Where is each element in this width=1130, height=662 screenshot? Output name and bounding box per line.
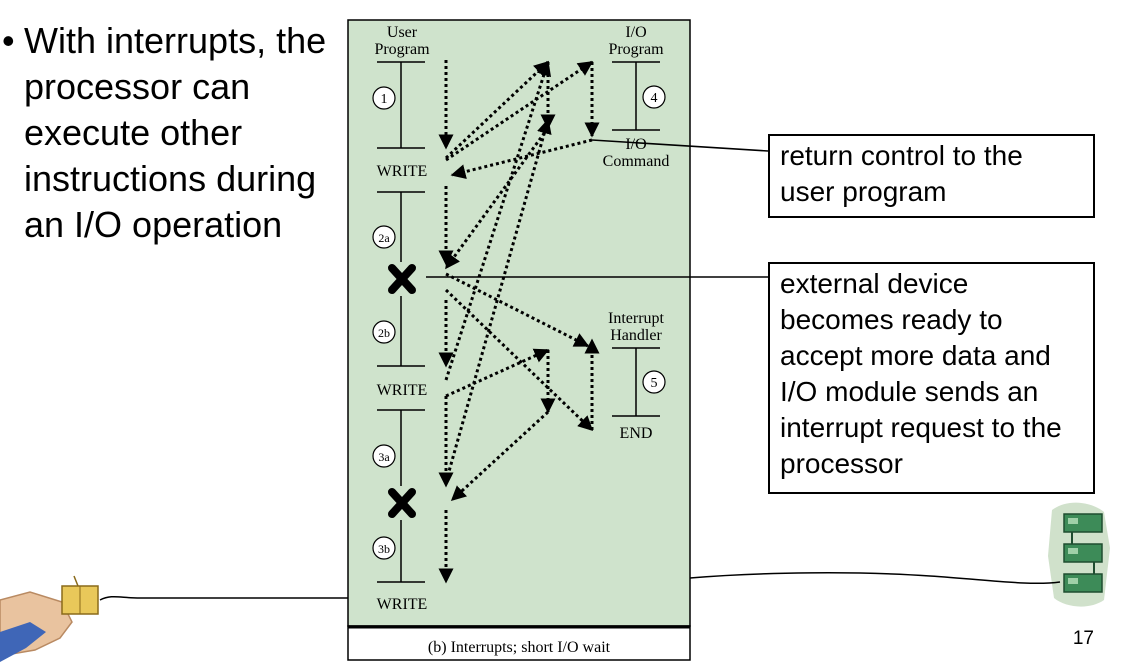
left-cable: [99, 595, 348, 601]
step-circle-3b: 3b: [372, 536, 396, 560]
svg-text:5: 5: [651, 376, 658, 391]
callout-external-device: external device becomes ready to accept …: [768, 262, 1095, 494]
step-circle-4: 4: [642, 85, 666, 109]
interrupt-mark-2: [388, 488, 416, 518]
io-command-label-line2: Command: [603, 153, 670, 170]
io-program-timeline: [612, 61, 660, 131]
svg-text:2b: 2b: [378, 326, 390, 340]
caption-box: [347, 625, 691, 661]
end-label: END: [620, 425, 653, 442]
step-circle-1: 1: [372, 86, 396, 110]
step-circle-2a: 2a: [372, 225, 396, 249]
callout-leader-return: [591, 139, 769, 152]
interrupt-handler-label-line2: Handler: [610, 327, 662, 344]
control-flow-arrows: [438, 60, 600, 584]
svg-text:4: 4: [651, 91, 658, 106]
interrupt-handler-timeline: [612, 347, 660, 417]
interrupt-handler-label-line1: Interrupt: [608, 310, 665, 327]
right-cable: [689, 572, 1061, 585]
device-stack-clipart-icon: [1048, 502, 1110, 607]
diagram-caption: (b) Interrupts; short I/O wait: [428, 639, 611, 656]
user-program-label-line1: User: [387, 24, 418, 41]
page-number: 17: [1072, 628, 1094, 649]
svg-text:3b: 3b: [378, 542, 390, 556]
io-command-label-line1: I/O: [625, 136, 646, 153]
io-program-label-line1: I/O: [625, 24, 646, 41]
write-label-1: WRITE: [377, 163, 428, 180]
io-program-label-line2: Program: [608, 41, 664, 58]
step-circle-2b: 2b: [372, 320, 396, 344]
step-circle-3a: 3a: [372, 444, 396, 468]
user-program-timeline: [377, 61, 425, 583]
step-circle-5: 5: [642, 370, 666, 394]
interrupt-mark-1: [388, 264, 416, 294]
callout-return-control: return control to the user program: [768, 134, 1095, 218]
svg-text:2a: 2a: [378, 231, 390, 245]
svg-text:1: 1: [381, 92, 388, 107]
svg-text:3a: 3a: [378, 450, 390, 464]
write-label-3: WRITE: [377, 596, 428, 613]
bullet-marker: •: [2, 20, 15, 61]
hand-clipart-icon: [0, 575, 99, 662]
bullet-text: With interrupts, the processor can execu…: [24, 20, 327, 245]
user-program-label-line2: Program: [374, 41, 430, 58]
write-label-2: WRITE: [377, 382, 428, 399]
